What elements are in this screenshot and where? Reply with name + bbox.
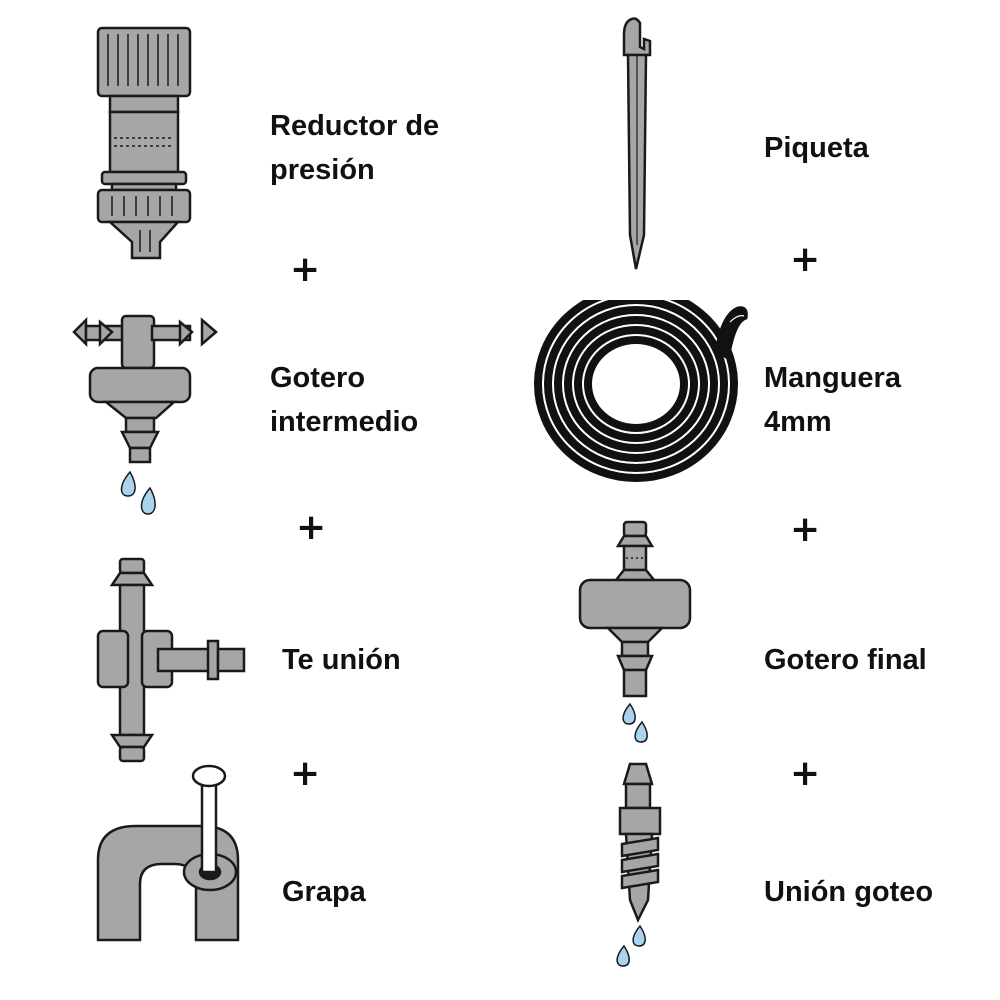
- hose-label: Manguera 4mm: [764, 356, 901, 444]
- pressure-reducer-label: Reductor de presión: [270, 104, 439, 192]
- plus-sign: +: [790, 509, 821, 550]
- plus-sign: +: [790, 753, 821, 794]
- hose-coil-icon: [534, 300, 748, 482]
- label-line: 4mm: [764, 406, 832, 438]
- label-line: Reductor de: [270, 110, 440, 142]
- stake-icon: [622, 17, 652, 270]
- plus-sign: +: [290, 753, 321, 794]
- label-line: Piqueta: [764, 132, 869, 164]
- hose-clip-icon: [96, 764, 240, 942]
- drip-connector-icon: [616, 762, 662, 967]
- pressure-reducer-icon: [96, 26, 192, 260]
- end-dripper-label: Gotero final: [764, 638, 927, 682]
- plus-sign: +: [296, 507, 327, 548]
- label-line: Gotero: [270, 362, 366, 394]
- label-line: presión: [270, 154, 375, 186]
- end-dripper-icon: [578, 520, 692, 743]
- tee-connector-label: Te unión: [282, 638, 401, 682]
- plus-sign: +: [790, 239, 821, 280]
- label-line: Grapa: [282, 876, 366, 908]
- inline-dripper-label: Gotero intermedio: [270, 356, 418, 444]
- drip-connector-label: Unión goteo: [764, 870, 933, 914]
- label-line: Gotero final: [764, 644, 927, 676]
- label-line: Manguera: [764, 362, 901, 394]
- stake-label: Piqueta: [764, 126, 869, 170]
- hose-clip-label: Grapa: [282, 870, 366, 914]
- inline-dripper-icon: [72, 314, 218, 515]
- tee-connector-icon: [96, 557, 246, 763]
- plus-sign: +: [290, 249, 321, 290]
- label-line: Unión goteo: [764, 876, 934, 908]
- label-line: Te unión: [282, 644, 401, 676]
- label-line: intermedio: [270, 406, 419, 438]
